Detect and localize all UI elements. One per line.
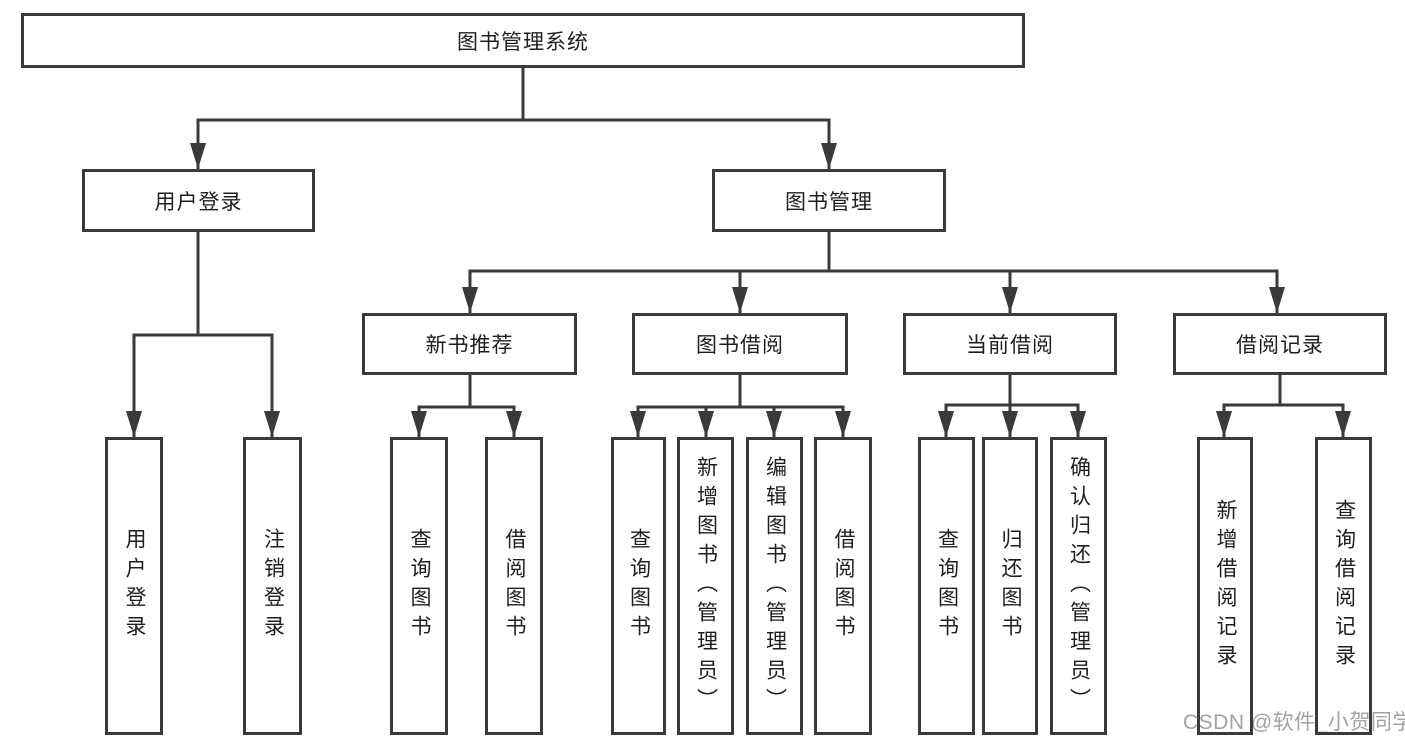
leaf-edit-books-admin: 编辑图书（管理员）	[746, 437, 803, 735]
node-book-management: 图书管理	[712, 169, 946, 232]
node-new-book-recommend: 新书推荐	[362, 313, 577, 375]
leaf-confirm-return-admin: 确认归还（管理员）	[1050, 437, 1107, 735]
node-book-borrow: 图书借阅	[632, 313, 848, 375]
leaf-query-books-current: 查询图书	[918, 437, 975, 735]
leaf-user-login: 用户登录	[105, 437, 163, 735]
node-borrow-records: 借阅记录	[1173, 313, 1387, 375]
node-user-login: 用户登录	[82, 169, 315, 232]
leaf-add-books-admin: 新增图书（管理员）	[677, 437, 734, 735]
leaf-add-borrow-record: 新增借阅记录	[1197, 437, 1253, 735]
arrowheads	[126, 143, 1351, 437]
node-current-borrow: 当前借阅	[903, 313, 1117, 375]
leaf-logout: 注销登录	[243, 437, 302, 735]
leaf-query-borrow-record: 查询借阅记录	[1315, 437, 1372, 735]
node-library-system: 图书管理系统	[21, 13, 1025, 68]
leaf-borrow-books-recommend: 借阅图书	[485, 437, 543, 735]
leaf-query-books-recommend: 查询图书	[390, 437, 448, 735]
watermark: CSDN @软件_小贺同学	[1183, 711, 1405, 734]
leaf-borrow-books: 借阅图书	[814, 437, 872, 735]
leaf-query-books-borrow: 查询图书	[611, 437, 666, 735]
connector-paths	[132, 68, 1345, 437]
leaf-return-books: 归还图书	[982, 437, 1038, 735]
